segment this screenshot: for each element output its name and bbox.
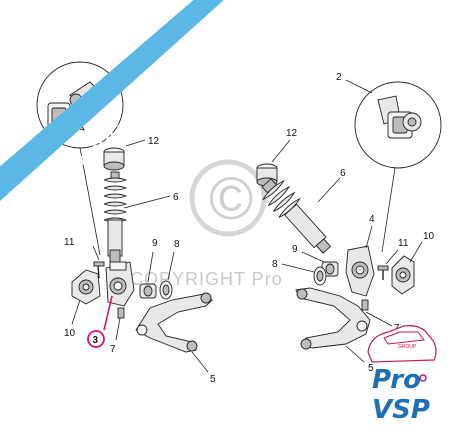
callout-right-2: 2 — [336, 72, 342, 83]
car-windshield-icon — [383, 331, 425, 345]
callout-left-10: 10 — [64, 328, 76, 339]
copyright-symbol: © — [209, 165, 253, 232]
callout-left-5: 5 — [210, 374, 216, 385]
right-knuckle — [345, 245, 375, 297]
left-strut — [103, 171, 128, 263]
right-hub — [391, 255, 415, 295]
callout-right-5: 5 — [368, 363, 374, 374]
left-lower-arm — [135, 292, 213, 353]
right-bolt — [361, 299, 369, 311]
callout-left-9: 9 — [152, 238, 158, 249]
left-bushing — [139, 283, 157, 299]
callout-right-10: 10 — [423, 231, 435, 242]
callout-right-4: 4 — [369, 214, 375, 225]
logo-dot-icon — [419, 374, 427, 382]
left-top-mount — [103, 147, 125, 171]
logo-tagline: GROUP — [398, 344, 416, 350]
left-knuckle — [105, 261, 135, 307]
left-hub — [71, 269, 101, 305]
logo-line1: Pro — [372, 365, 421, 395]
left-ring — [159, 280, 173, 300]
left-detail-leader — [79, 147, 101, 256]
left-screw — [93, 261, 105, 279]
right-lower-arm — [295, 287, 371, 350]
callout-left-3: 3 — [93, 335, 99, 346]
callout-left-7: 7 — [110, 344, 116, 355]
right-detail-leader — [381, 167, 396, 253]
right-ring — [313, 266, 327, 286]
provsp-logo: GROUP Pro VSP — [367, 325, 437, 425]
right-detail-knuckle — [377, 95, 422, 139]
left-bolt — [117, 307, 125, 319]
logo-line2: VSP — [372, 395, 430, 425]
callout-right-9: 9 — [292, 244, 298, 255]
callout-left-6: 6 — [173, 192, 179, 203]
car-outline-icon — [367, 325, 437, 363]
callout-right-11: 11 — [398, 238, 409, 249]
right-screw — [377, 265, 389, 280]
callout-right-8: 8 — [272, 259, 278, 270]
right-strut — [261, 178, 332, 254]
callout-left-12: 12 — [148, 136, 160, 147]
callout-left-8: 8 — [174, 239, 180, 250]
highlight-ring — [87, 330, 105, 348]
callout-left-11: 11 — [64, 237, 75, 248]
callout-right-12: 12 — [286, 128, 298, 139]
callout-right-6: 6 — [340, 168, 346, 179]
